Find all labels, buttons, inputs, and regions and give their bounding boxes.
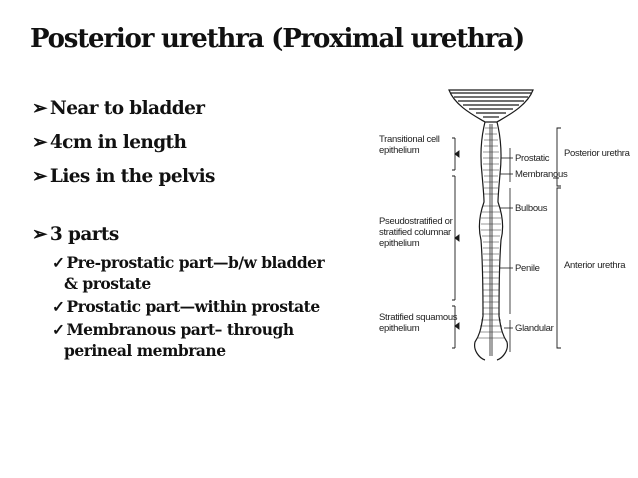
label-line: stratified columnar xyxy=(379,227,451,238)
bullet-text: Lies in the pelvis xyxy=(49,166,216,187)
label-line: Pseudostratified or xyxy=(379,216,453,227)
label-line: Transitional cell xyxy=(379,134,440,145)
sub-bullet-continuation: & prostate xyxy=(64,274,151,293)
slide-title: Posterior urethra (Proximal urethra) xyxy=(30,24,525,54)
label-line: epithelium xyxy=(379,323,420,334)
bullet-item: ➢Lies in the pelvis xyxy=(32,160,372,194)
epithelium-label-transitional: Transitional cell epithelium xyxy=(379,134,440,156)
sub-bullet-text: Pre-prostatic part—b/w bladder xyxy=(66,253,325,272)
sub-bullet-item: ✓Membranous part– through perineal membr… xyxy=(52,319,372,361)
arrow-bullet-icon: ➢ xyxy=(32,224,48,245)
region-label-posterior: Posterior urethra xyxy=(564,148,630,159)
sub-bullet-list: ✓Pre-prostatic part—b/w bladder & prosta… xyxy=(52,252,372,361)
part-label-bulbous: Bulbous xyxy=(515,203,548,214)
sub-bullet-text: Membranous part– through xyxy=(66,320,295,339)
urethra-drawing xyxy=(448,89,561,361)
part-label-glandular: Glandular xyxy=(515,323,554,334)
bullet-item: ➢3 parts xyxy=(32,218,372,252)
urethra-diagram: Transitional cell epithelium Pseudostrat… xyxy=(375,78,630,378)
bullet-text: Near to bladder xyxy=(49,98,205,119)
arrow-bullet-icon: ➢ xyxy=(32,132,48,153)
arrow-bullet-icon: ➢ xyxy=(32,98,48,119)
part-label-membranous: Membranous xyxy=(515,169,568,180)
bullet-text: 3 parts xyxy=(49,224,119,245)
epithelium-label-squamous: Stratified squamous epithelium xyxy=(379,312,458,334)
checkmark-icon: ✓ xyxy=(52,297,65,316)
region-label-anterior: Anterior urethra xyxy=(564,260,626,271)
part-label-penile: Penile xyxy=(515,263,540,274)
arrow-bullet-icon: ➢ xyxy=(32,166,48,187)
checkmark-icon: ✓ xyxy=(52,320,65,339)
sub-bullet-item: ✓Pre-prostatic part—b/w bladder & prosta… xyxy=(52,252,372,294)
bullet-item: ➢Near to bladder xyxy=(32,92,372,126)
bullet-list: ➢Near to bladder ➢4cm in length ➢Lies in… xyxy=(32,92,372,361)
bullet-item: ➢4cm in length xyxy=(32,126,372,160)
part-label-prostatic: Prostatic xyxy=(515,153,550,164)
label-line: epithelium xyxy=(379,145,420,156)
label-line: epithelium xyxy=(379,238,420,249)
sub-bullet-continuation: perineal membrane xyxy=(64,341,226,360)
sub-bullet-text: Prostatic part—within prostate xyxy=(66,297,321,316)
checkmark-icon: ✓ xyxy=(52,253,65,272)
bullet-text: 4cm in length xyxy=(49,132,187,153)
sub-bullet-item: ✓Prostatic part—within prostate xyxy=(52,296,372,317)
label-line: Stratified squamous xyxy=(379,312,458,323)
epithelium-label-columnar: Pseudostratified or stratified columnar … xyxy=(379,216,453,249)
